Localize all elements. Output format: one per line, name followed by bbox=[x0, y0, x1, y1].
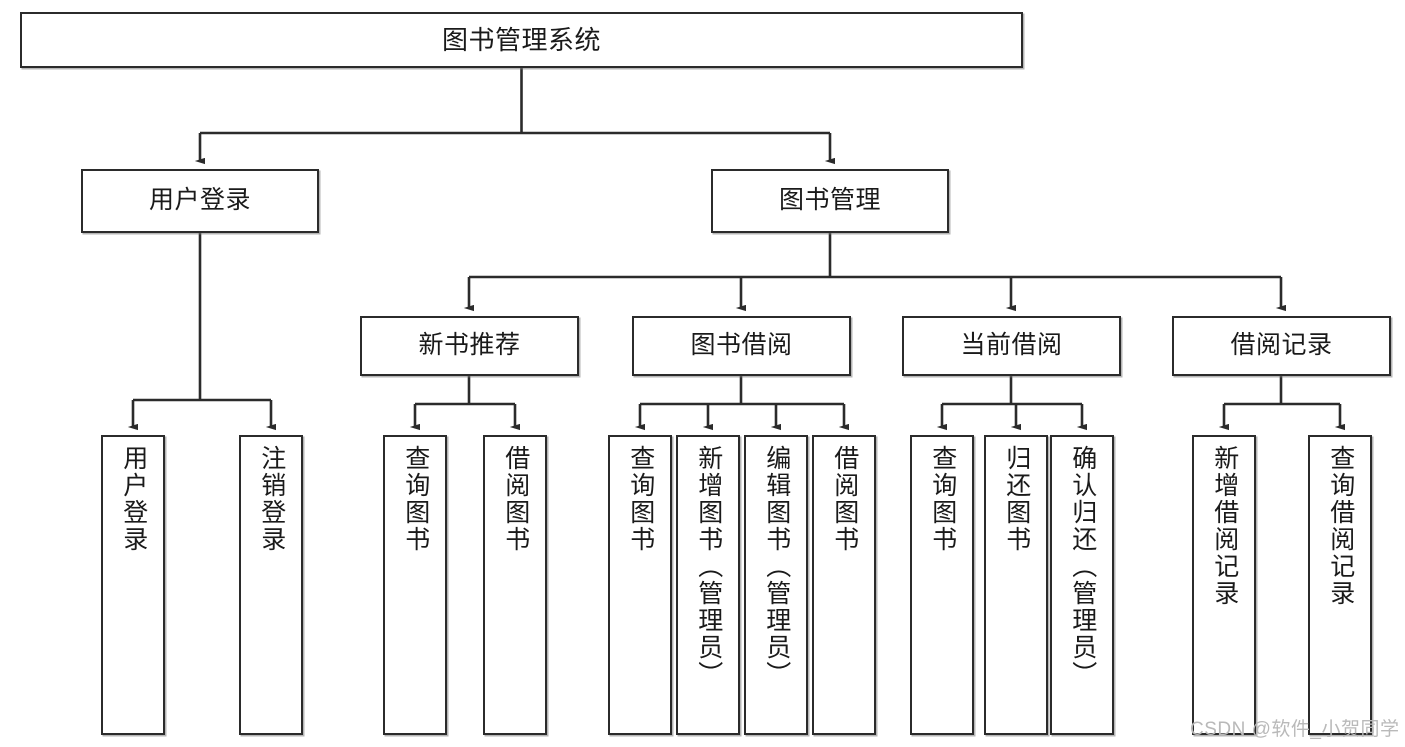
node-leaf-borrow-book-label: 借阅图书 bbox=[830, 445, 859, 553]
node-leaf-query-borrow-record-label: 查询借阅记录 bbox=[1326, 445, 1355, 607]
node-current-borrow-label: 当前借阅 bbox=[960, 331, 1063, 360]
node-leaf-user-login[interactable]: 用户登录 bbox=[101, 435, 165, 735]
node-leaf-return-book-label: 归还图书 bbox=[1002, 445, 1031, 553]
node-leaf-query-book-borrow[interactable]: 查询图书 bbox=[608, 435, 672, 735]
node-root[interactable]: 图书管理系统 bbox=[20, 12, 1023, 68]
node-leaf-user-login-label: 用户登录 bbox=[119, 445, 148, 553]
node-current-borrow[interactable]: 当前借阅 bbox=[902, 316, 1121, 376]
node-leaf-add-borrow-record[interactable]: 新增借阅记录 bbox=[1192, 435, 1256, 735]
node-book-borrow-label: 图书借阅 bbox=[690, 331, 793, 360]
node-borrow-record[interactable]: 借阅记录 bbox=[1172, 316, 1391, 376]
node-new-book-recommend-label: 新书推荐 bbox=[418, 331, 521, 360]
node-leaf-add-book-admin-label: 新增图书（管理员） bbox=[694, 445, 723, 688]
node-leaf-edit-book-admin-label: 编辑图书（管理员） bbox=[762, 445, 791, 688]
csdn-watermark: CSDN @软件_小贺同学 bbox=[1190, 719, 1400, 740]
node-leaf-query-book-rec-label: 查询图书 bbox=[401, 445, 430, 553]
node-leaf-confirm-return-admin[interactable]: 确认归还（管理员） bbox=[1050, 435, 1114, 735]
node-leaf-confirm-return-admin-label: 确认归还（管理员） bbox=[1068, 445, 1097, 688]
node-leaf-query-book-borrow-label: 查询图书 bbox=[626, 445, 655, 553]
node-leaf-borrow-book-rec[interactable]: 借阅图书 bbox=[483, 435, 547, 735]
node-leaf-query-book-current[interactable]: 查询图书 bbox=[910, 435, 974, 735]
node-book-manage[interactable]: 图书管理 bbox=[711, 169, 949, 233]
node-book-borrow[interactable]: 图书借阅 bbox=[632, 316, 851, 376]
node-leaf-add-borrow-record-label: 新增借阅记录 bbox=[1210, 445, 1239, 607]
node-leaf-query-book-current-label: 查询图书 bbox=[928, 445, 957, 553]
node-borrow-record-label: 借阅记录 bbox=[1230, 331, 1333, 360]
node-leaf-edit-book-admin[interactable]: 编辑图书（管理员） bbox=[744, 435, 808, 735]
node-leaf-user-logout[interactable]: 注销登录 bbox=[239, 435, 303, 735]
node-root-label: 图书管理系统 bbox=[441, 24, 601, 55]
node-leaf-borrow-book-rec-label: 借阅图书 bbox=[501, 445, 530, 553]
node-book-manage-label: 图书管理 bbox=[778, 186, 881, 215]
node-leaf-return-book[interactable]: 归还图书 bbox=[984, 435, 1048, 735]
node-leaf-borrow-book[interactable]: 借阅图书 bbox=[812, 435, 876, 735]
node-leaf-user-logout-label: 注销登录 bbox=[257, 445, 286, 553]
node-leaf-query-borrow-record[interactable]: 查询借阅记录 bbox=[1308, 435, 1372, 735]
node-leaf-query-book-rec[interactable]: 查询图书 bbox=[383, 435, 447, 735]
node-leaf-add-book-admin[interactable]: 新增图书（管理员） bbox=[676, 435, 740, 735]
node-new-book-recommend[interactable]: 新书推荐 bbox=[360, 316, 579, 376]
node-user-login[interactable]: 用户登录 bbox=[81, 169, 319, 233]
node-user-login-label: 用户登录 bbox=[148, 186, 251, 215]
